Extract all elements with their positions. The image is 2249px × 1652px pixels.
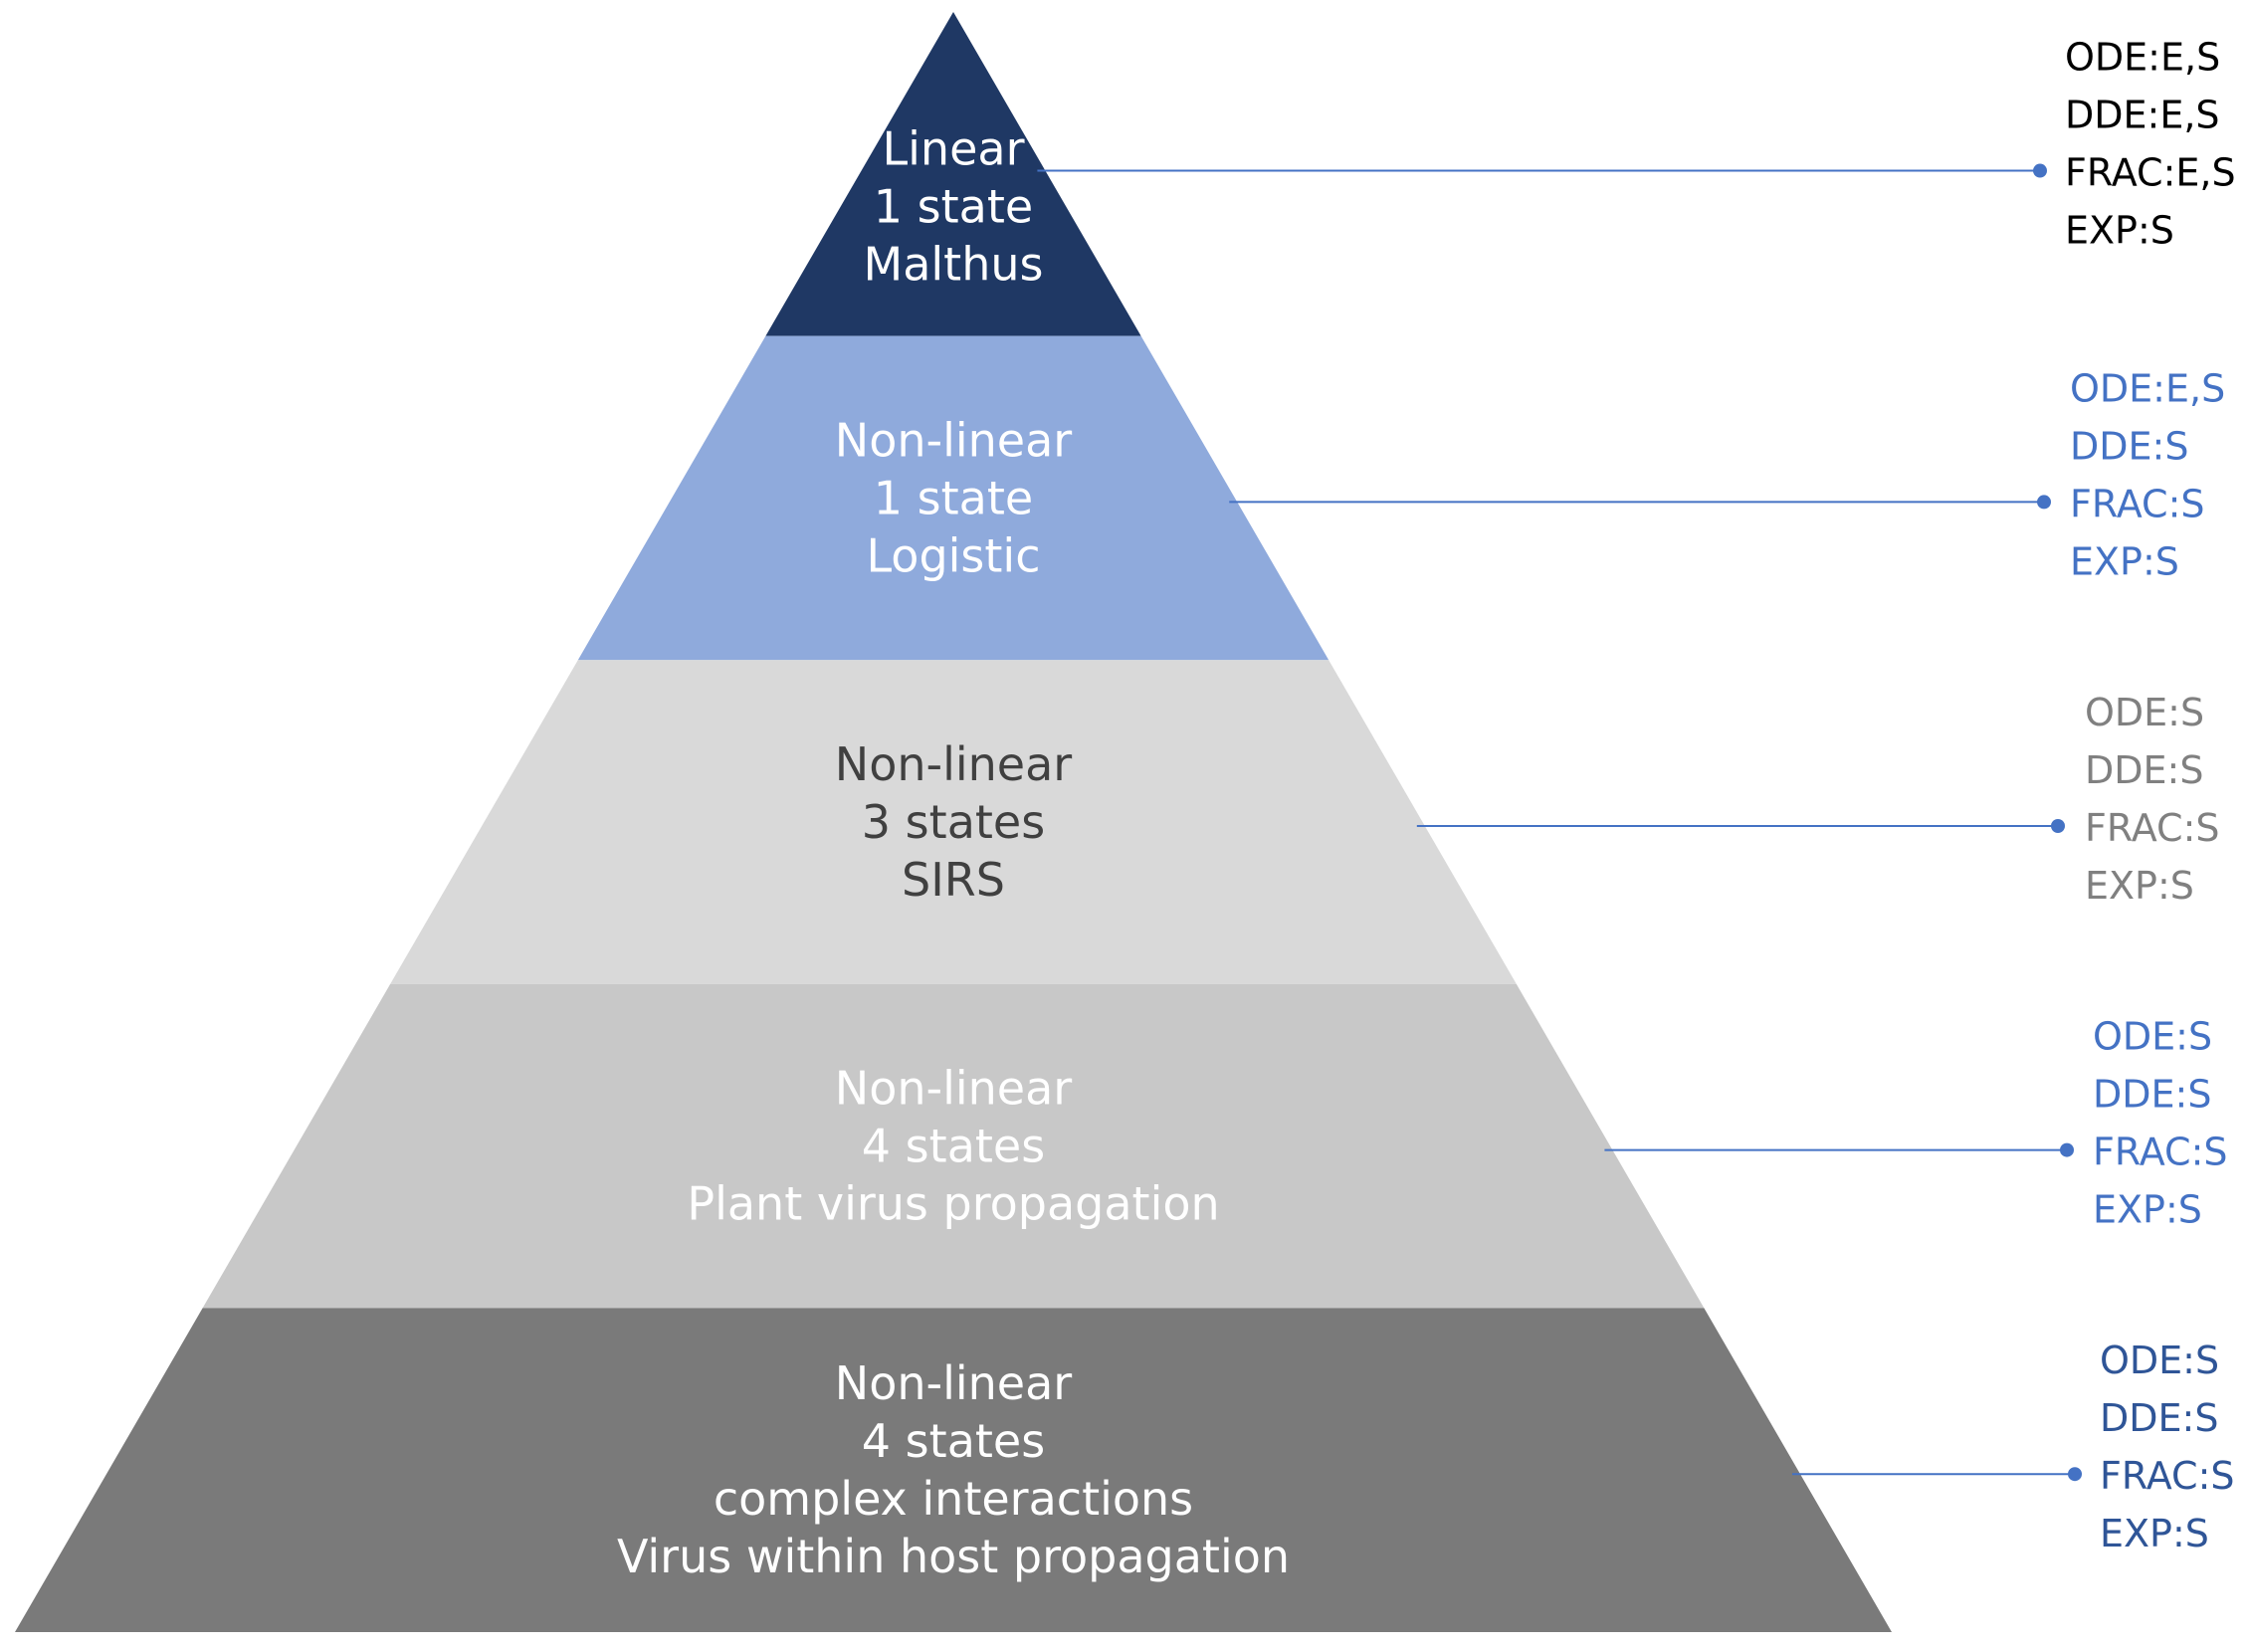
tier-shape (390, 660, 1517, 984)
tier-label-line: Linear (883, 121, 1025, 175)
tier-shape (765, 12, 1141, 336)
tier-label-line: Non-linear (835, 737, 1073, 791)
method-annotation: FRAC:S (2093, 1131, 2228, 1174)
tier-label-line: Non-linear (835, 413, 1073, 467)
method-annotation: FRAC:S (2085, 806, 2220, 850)
tier-label-line: Non-linear (835, 1356, 1073, 1410)
connector-dot (2051, 819, 2065, 833)
method-annotation: EXP:S (2093, 1188, 2202, 1232)
tier-label-line: SIRS (902, 853, 1005, 907)
method-annotation: DDE:S (2070, 424, 2188, 468)
tier-label-line: Plant virus propagation (687, 1177, 1219, 1231)
method-annotation: DDE:S (2093, 1073, 2211, 1117)
connector-dot (2068, 1467, 2082, 1482)
tier-label-line: Logistic (866, 528, 1040, 582)
method-annotation: FRAC:S (2070, 482, 2205, 525)
connector-dot (2033, 163, 2047, 178)
method-annotation: ODE:S (2085, 691, 2204, 734)
tier-label-line: 3 states (862, 795, 1045, 849)
method-annotation: EXP:S (2085, 864, 2194, 908)
method-annotation: ODE:S (2100, 1339, 2219, 1382)
method-annotation: FRAC:E,S (2065, 151, 2236, 195)
method-annotation: DDE:E,S (2065, 94, 2220, 137)
tier-label-line: Malthus (864, 237, 1044, 291)
method-annotation: EXP:S (2100, 1512, 2209, 1555)
tier-label-line: 1 state (874, 471, 1033, 524)
method-annotation: ODE:S (2093, 1015, 2212, 1059)
tier-label-line: 1 state (874, 179, 1033, 233)
tier-label-line: Virus within host propagation (617, 1530, 1290, 1583)
method-annotation: ODE:E,S (2070, 366, 2225, 410)
method-annotation: DDE:S (2085, 748, 2203, 792)
tier-label-line: Non-linear (835, 1062, 1073, 1116)
tier-label-line: 4 states (862, 1120, 1045, 1173)
tier-shape (15, 1308, 1892, 1632)
tier-label-line: complex interactions (714, 1472, 1193, 1526)
connector-dot (2037, 495, 2051, 510)
tier-shape (202, 983, 1705, 1309)
method-annotation: EXP:S (2070, 539, 2179, 583)
method-annotation: EXP:S (2065, 209, 2174, 253)
method-annotation: DDE:S (2100, 1396, 2218, 1440)
connector-dot (2060, 1142, 2074, 1157)
method-annotation: ODE:E,S (2065, 36, 2220, 80)
method-annotation: FRAC:S (2100, 1454, 2235, 1498)
tier-shape (577, 335, 1329, 661)
tier-label-line: 4 states (862, 1414, 1045, 1468)
